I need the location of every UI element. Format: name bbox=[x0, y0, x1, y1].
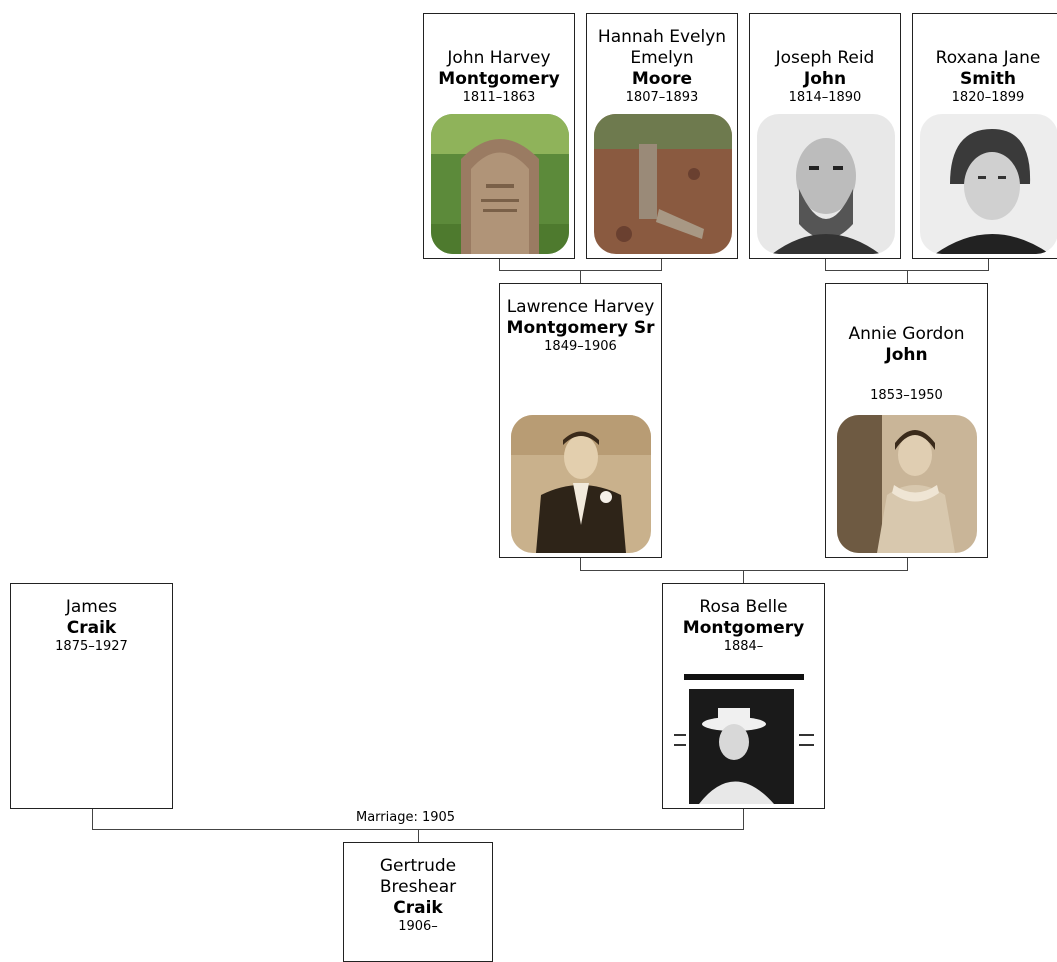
surname: Montgomery Sr bbox=[506, 318, 655, 338]
portrait-photo bbox=[920, 114, 1057, 254]
connector-line bbox=[92, 808, 93, 830]
person-card-gertrude-breshear-craik[interactable]: Gertrude Breshear Craik 1906– bbox=[343, 842, 493, 962]
person-card-hannah-moore[interactable]: Hannah Evelyn Emelyn Moore 1807–1893 bbox=[586, 13, 738, 259]
life-dates: 1814–1890 bbox=[788, 90, 862, 105]
gravestone-image bbox=[431, 114, 569, 254]
surname: John bbox=[885, 345, 928, 365]
portrait-photo bbox=[511, 415, 651, 553]
connector-line bbox=[743, 570, 744, 584]
portrait-photo bbox=[757, 114, 895, 254]
connector-line bbox=[743, 808, 744, 830]
connector-line bbox=[580, 570, 908, 571]
grave-site-image bbox=[594, 114, 732, 254]
given-name: Hannah Evelyn Emelyn bbox=[597, 27, 727, 68]
person-card-joseph-reid-john[interactable]: Joseph Reid John 1814–1890 bbox=[749, 13, 901, 259]
life-dates: 1811–1863 bbox=[462, 90, 536, 105]
life-dates: 1807–1893 bbox=[625, 90, 699, 105]
connector-line bbox=[988, 258, 989, 270]
life-dates: 1884– bbox=[723, 639, 764, 654]
connector-line bbox=[580, 270, 581, 284]
person-card-roxana-jane-smith[interactable]: Roxana Jane Smith 1820–1899 bbox=[912, 13, 1057, 259]
given-name: Rosa Belle bbox=[699, 597, 788, 617]
grave-site-photo bbox=[594, 114, 732, 254]
surname: Smith bbox=[959, 69, 1016, 89]
given-name: John Harvey bbox=[447, 48, 551, 68]
life-dates: 1849–1906 bbox=[544, 339, 617, 354]
portrait-photo bbox=[674, 674, 814, 804]
surname: Montgomery bbox=[438, 69, 560, 89]
person-card-john-harvey-montgomery[interactable]: John Harvey Montgomery 1811–1863 bbox=[423, 13, 575, 259]
connector-line bbox=[499, 258, 500, 270]
portrait-image bbox=[920, 114, 1057, 254]
marriage-label: Marriage: 1905 bbox=[354, 810, 458, 826]
connector-line bbox=[907, 557, 908, 570]
portrait-image bbox=[674, 674, 814, 804]
surname: Montgomery bbox=[682, 618, 805, 638]
life-dates: 1875–1927 bbox=[55, 639, 128, 654]
surname: Craik bbox=[393, 898, 443, 918]
life-dates: 1820–1899 bbox=[951, 90, 1025, 105]
portrait-image bbox=[837, 415, 977, 553]
surname: Craik bbox=[66, 618, 117, 638]
portrait-image bbox=[757, 114, 895, 254]
life-dates: 1906– bbox=[398, 919, 438, 934]
given-name: James bbox=[65, 597, 118, 617]
connector-line bbox=[825, 258, 826, 270]
portrait-image bbox=[511, 415, 651, 553]
given-name: Joseph Reid bbox=[775, 48, 875, 68]
surname: John bbox=[803, 69, 847, 89]
given-name: Roxana Jane bbox=[935, 48, 1041, 68]
connector-line bbox=[661, 258, 662, 270]
person-card-annie-gordon-john[interactable]: Annie Gordon John 1853–1950 bbox=[825, 283, 988, 558]
surname: Moore bbox=[631, 69, 693, 89]
connector-line bbox=[907, 270, 908, 284]
person-card-james-craik[interactable]: James Craik 1875–1927 bbox=[10, 583, 173, 809]
life-dates: 1853–1950 bbox=[870, 388, 943, 403]
connector-line bbox=[418, 829, 419, 843]
given-name: Gertrude Breshear bbox=[379, 856, 457, 897]
person-card-lawrence-harvey-montgomery[interactable]: Lawrence Harvey Montgomery Sr 1849–1906 bbox=[499, 283, 662, 558]
given-name: Lawrence Harvey bbox=[506, 297, 655, 317]
given-name: Annie Gordon bbox=[848, 324, 965, 344]
person-card-rosa-belle-montgomery[interactable]: Rosa Belle Montgomery 1884– bbox=[662, 583, 825, 809]
gravestone-photo bbox=[431, 114, 569, 254]
portrait-photo bbox=[837, 415, 977, 553]
connector-line bbox=[580, 557, 581, 570]
